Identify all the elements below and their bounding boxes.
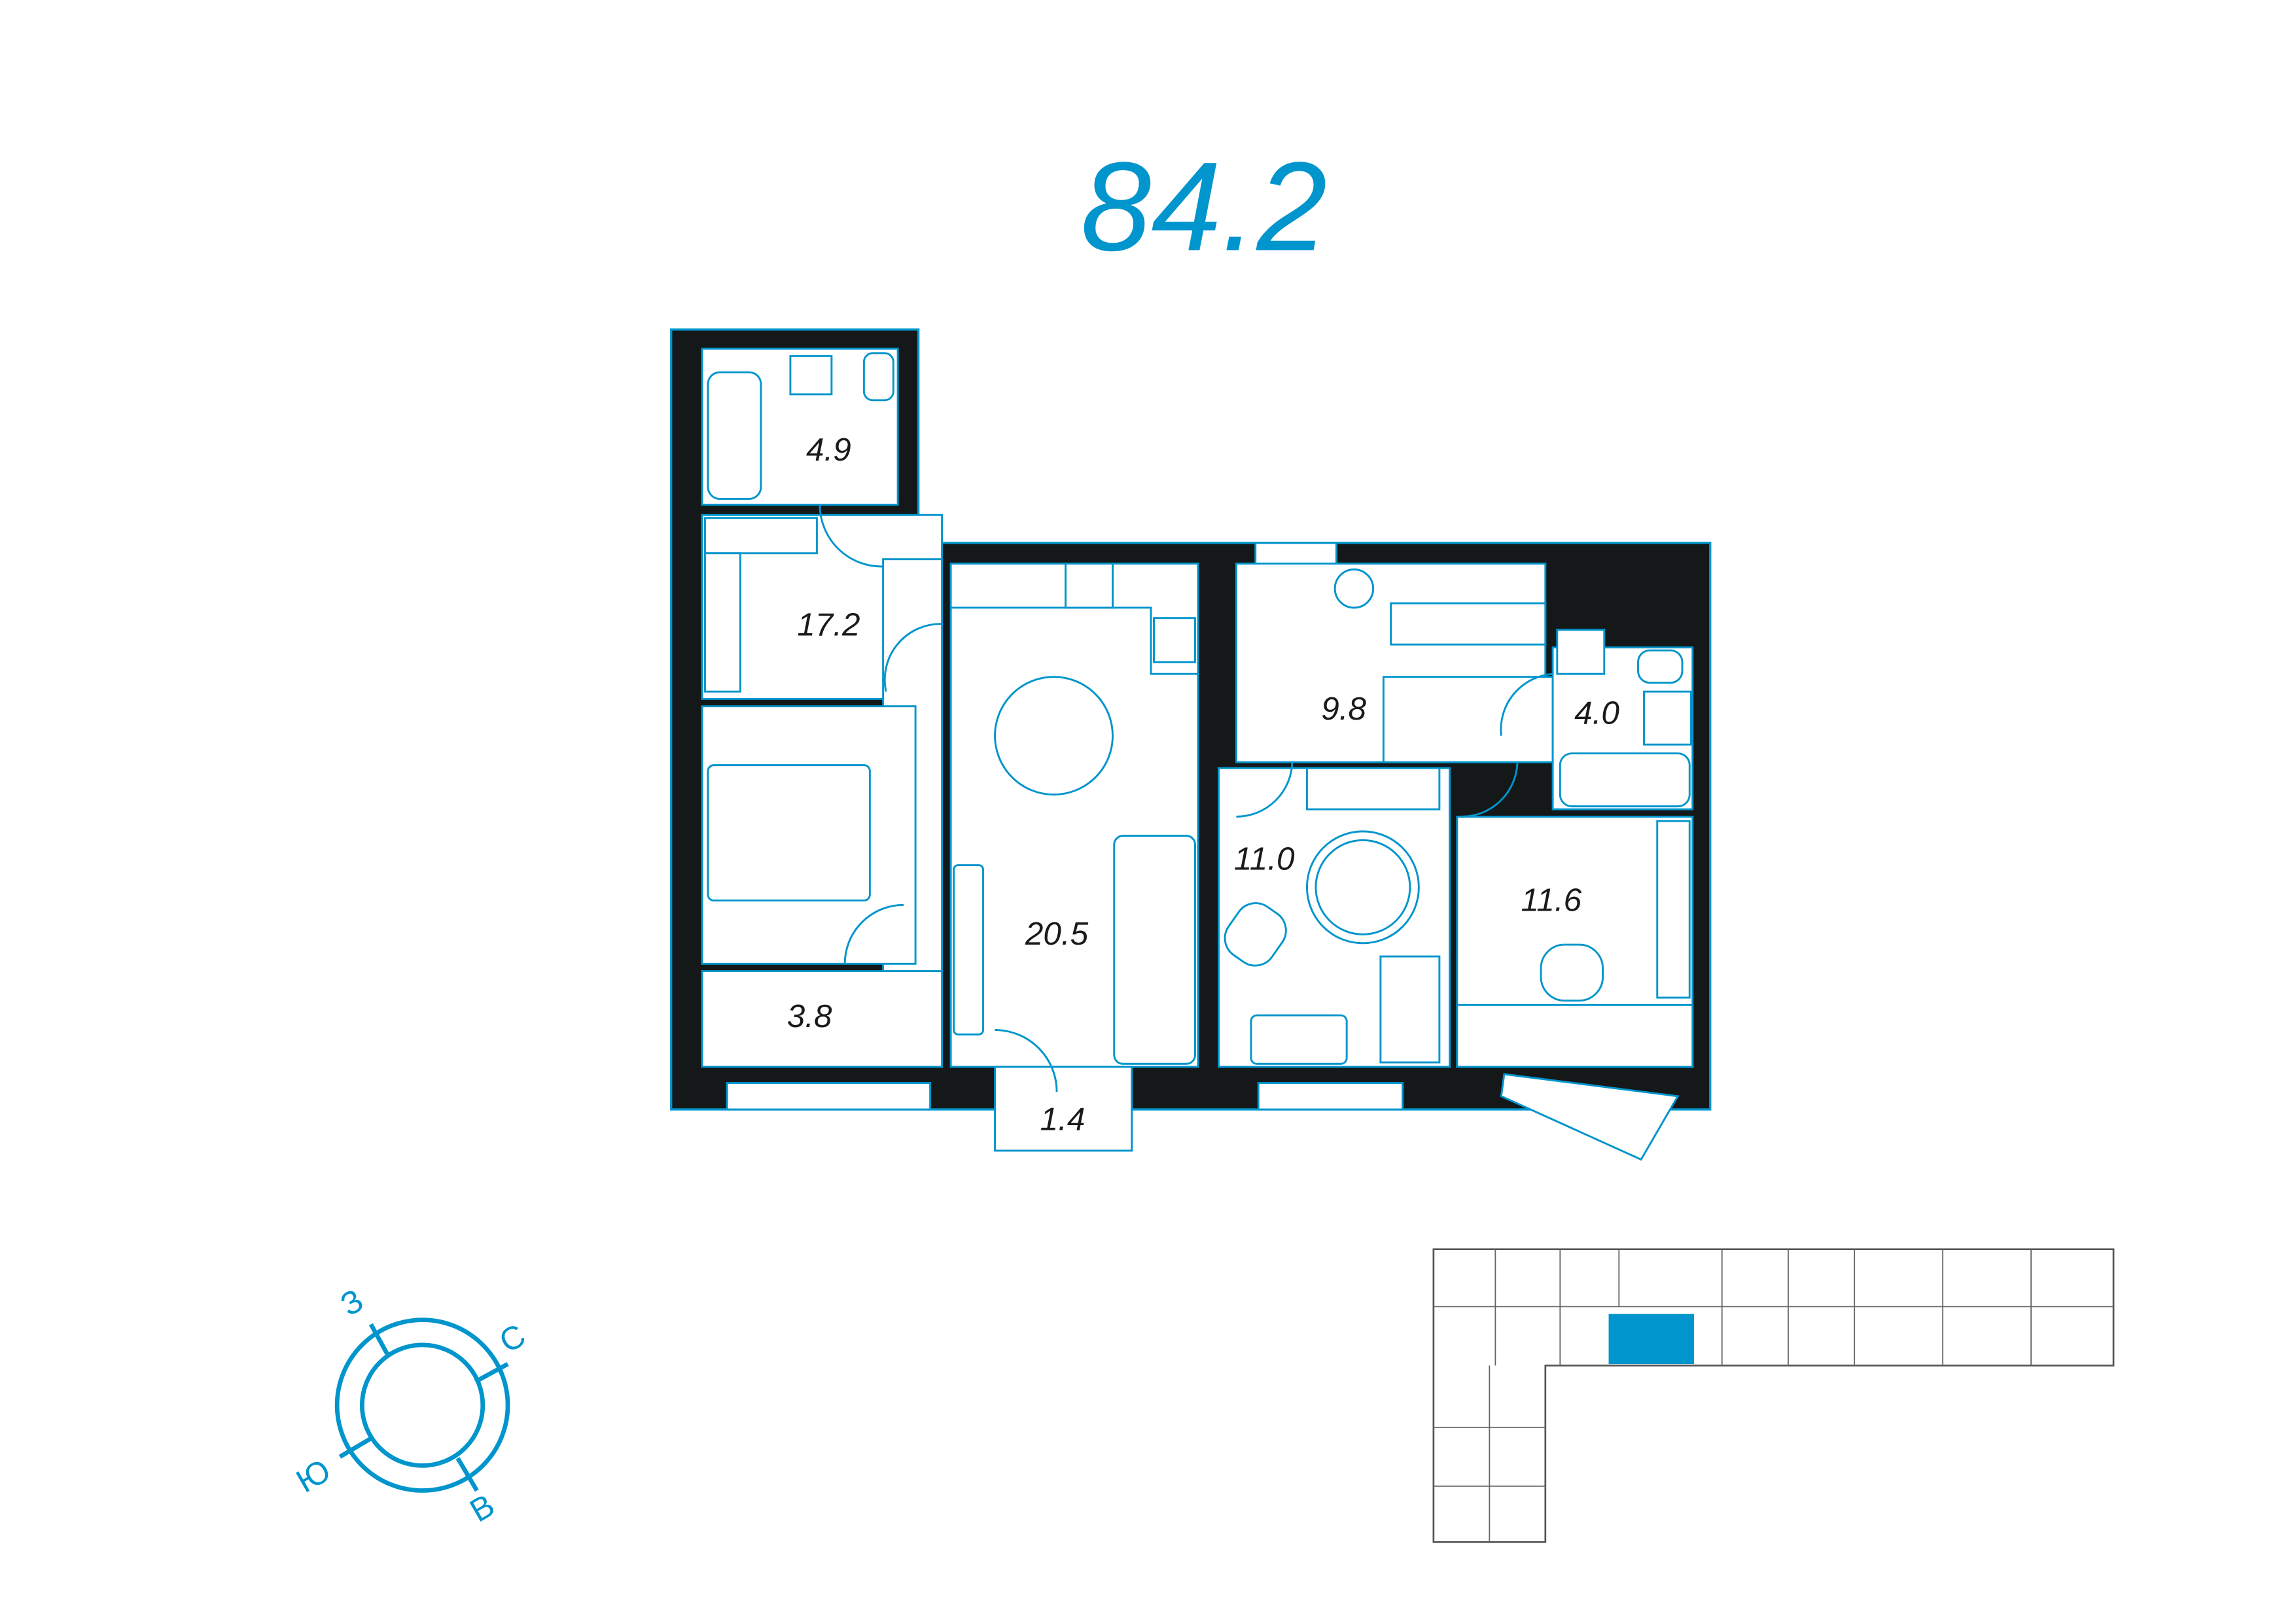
desk-icon (1379, 955, 1441, 1064)
kitchen-sink-icon (1153, 617, 1196, 663)
apartment-plan: 4.9 17.2 3.8 20.5 1.4 9.8 4.0 11.0 11.6 (670, 328, 1712, 1161)
chair-icon (1540, 943, 1604, 1002)
bay-window (1500, 1073, 1680, 1161)
round-rug-icon (1305, 830, 1420, 945)
room-area-label: 9.8 (1321, 691, 1366, 727)
window (1257, 1082, 1404, 1111)
chair-icon (1224, 902, 1287, 967)
stove-icon (1065, 563, 1114, 609)
room-area-label: 20.5 (1025, 916, 1089, 952)
washing-machine-icon (1556, 629, 1606, 675)
compass-north: С (493, 1317, 531, 1359)
bathtub-icon (707, 371, 762, 500)
sofa-icon (1113, 835, 1196, 1065)
room-area-label: 4.0 (1574, 695, 1619, 731)
room-area-label: 11.0 (1234, 841, 1295, 877)
door-swing (883, 623, 942, 692)
window (726, 1082, 932, 1111)
round-rug-inner (1315, 839, 1411, 935)
dining-table-icon (994, 676, 1114, 796)
work-desk-icon (1456, 1003, 1694, 1068)
round-ottoman-icon (1333, 568, 1375, 609)
bookshelf-icon (1656, 820, 1691, 999)
room-area-label: 17.2 (797, 607, 860, 643)
room-balcony (994, 1066, 1133, 1152)
room-area-label: 3.8 (787, 998, 832, 1034)
door-swing (995, 1029, 1058, 1092)
door-swing (1461, 762, 1519, 818)
compass-west: З (334, 1282, 369, 1323)
kitchen-counter (951, 606, 1198, 675)
tv-stand-icon (953, 864, 985, 1036)
room-corridor-2 (1382, 676, 1554, 763)
wardrobe-icon (1390, 602, 1547, 646)
door-swing (1236, 762, 1294, 818)
window (1254, 542, 1337, 565)
toilet-icon (862, 352, 894, 402)
compass-east: В (464, 1487, 501, 1529)
total-area: 84.2 (1081, 135, 1328, 277)
toilet-icon (1637, 649, 1684, 684)
room-area-label: 4.9 (806, 432, 851, 468)
door-swing (1500, 672, 1553, 736)
wardrobe-icon (703, 517, 818, 555)
highlighted-apartment (1608, 1314, 1694, 1365)
sink-icon (789, 355, 833, 396)
building-key-plan (1432, 1248, 2115, 1543)
door-swing (819, 504, 883, 568)
door-swing (843, 903, 904, 964)
room-area-label: 1.4 (1040, 1101, 1086, 1137)
wardrobe-icon (703, 552, 741, 693)
compass-south: Ю (291, 1452, 337, 1500)
room-storage (701, 970, 944, 1068)
sink-icon (1643, 690, 1692, 746)
armchair-icon (1250, 1014, 1348, 1065)
wardrobe-icon (1305, 767, 1441, 811)
room-area-label: 11.6 (1521, 882, 1582, 918)
bed-icon (707, 764, 871, 902)
bathtub-icon (1559, 752, 1691, 808)
compass: З С Ю В (291, 1282, 532, 1529)
